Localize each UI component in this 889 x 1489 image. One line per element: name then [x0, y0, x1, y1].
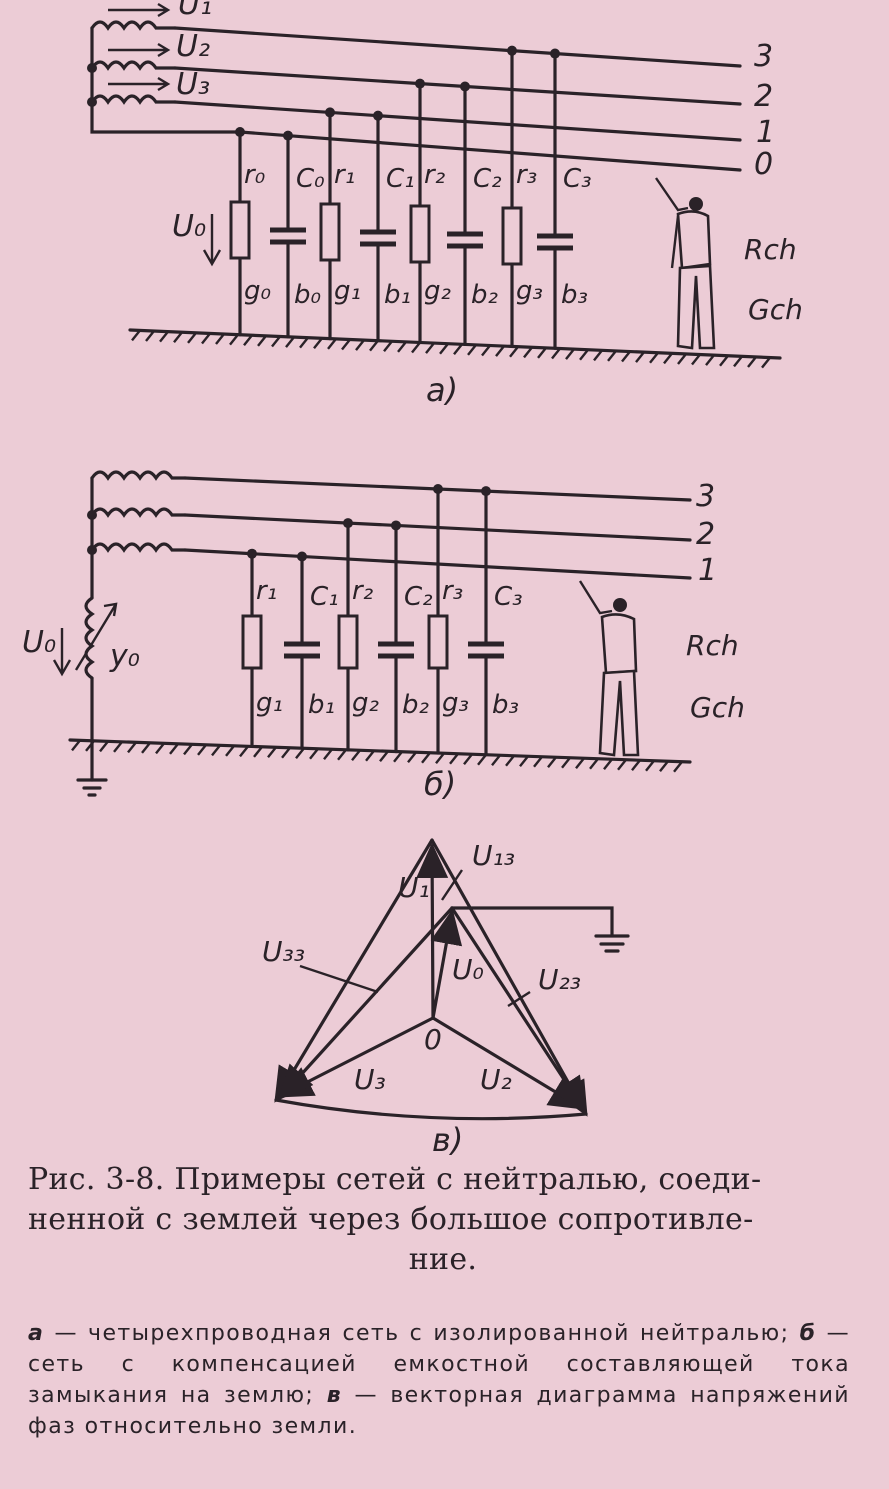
- line-label-2: 2: [754, 79, 774, 114]
- legend-text-b: — сеть с компенсацией емкостной составля…: [28, 1321, 850, 1408]
- neutral-voltage-label: U₀: [172, 209, 206, 244]
- vector-label-u3: U₃: [354, 1063, 386, 1096]
- resistance-label: r₀: [244, 160, 266, 190]
- subfigure-tag-a: а): [426, 371, 459, 409]
- susceptance-label: b₃: [492, 690, 519, 720]
- resistor-symbol: [409, 204, 431, 264]
- element-pair-b: [427, 484, 504, 757]
- y0-label: y₀: [110, 639, 140, 674]
- susceptance-label: b₁: [308, 690, 335, 720]
- rch-label: Rch: [686, 629, 739, 662]
- susceptance-label: b₁: [384, 280, 411, 310]
- caption-line-1: Рис. 3-8. Примеры сетей с нейтралью, сое…: [28, 1162, 762, 1197]
- resistance-label: r₃: [516, 160, 538, 190]
- resistor-symbol: [501, 206, 523, 266]
- legend-text-a: — четырехпроводная сеть с изолированной …: [44, 1321, 800, 1346]
- resistance-label: r₂: [352, 576, 374, 606]
- gch-label: Gch: [690, 691, 745, 724]
- caption-line-3: ние.: [408, 1242, 478, 1277]
- conductance-label: g₂: [424, 276, 451, 306]
- source-label-u2: U₂: [176, 29, 210, 64]
- conductance-label: g₁: [334, 276, 361, 306]
- subfigure-tag-b: б): [424, 765, 457, 803]
- capacitance-label: C₀: [296, 164, 325, 194]
- legend-key-a: а: [28, 1321, 45, 1346]
- figure-legend: а — четырехпроводная сеть с изолированно…: [28, 1318, 850, 1442]
- conductance-label: g₀: [244, 276, 271, 306]
- element-pair-a: [409, 78, 483, 347]
- element-pair-b: [241, 548, 320, 750]
- conductance-label: g₂: [352, 688, 379, 718]
- line-label-3: 3: [754, 39, 774, 74]
- diagram-c: [274, 838, 630, 1121]
- diagram-b: [52, 470, 692, 797]
- capacitance-label: C₂: [473, 164, 502, 194]
- element-pair-a: [501, 45, 573, 350]
- diagram-a: [87, 2, 782, 369]
- conductance-label: g₃: [516, 276, 543, 306]
- resistor-symbol: [241, 614, 263, 670]
- line-label-1: 1: [756, 115, 776, 150]
- legend-key-c: в: [326, 1383, 343, 1408]
- element-pair-a: [319, 107, 396, 343]
- susceptance-label: b₂: [402, 690, 429, 720]
- capacitance-label: C₃: [563, 164, 592, 194]
- subfigure-tag-c: в): [432, 1121, 464, 1159]
- caption-line-2: ненной с землей через большое сопротивле…: [28, 1202, 754, 1237]
- resistor-symbol: [427, 614, 449, 670]
- element-pair-a: [229, 127, 306, 339]
- legend-text-c: — векторная диаграмма напряжений фаз отн…: [28, 1383, 851, 1439]
- capacitance-label: C₃: [494, 582, 523, 612]
- vector-label-u0: U₀: [452, 953, 484, 986]
- figure-caption: Рис. 3-8. Примеры сетей с нейтралью, сое…: [28, 1160, 858, 1280]
- susceptance-label: b₂: [471, 280, 498, 310]
- capacitance-label: C₁: [310, 582, 339, 612]
- susceptance-label: b₃: [561, 280, 588, 310]
- resistor-symbol: [229, 200, 251, 260]
- line-label-0: 0: [754, 147, 774, 182]
- capacitance-label: C₁: [386, 164, 415, 194]
- resistance-label: r₁: [334, 160, 356, 190]
- resistance-label: r₃: [442, 576, 464, 606]
- person-figure: [655, 177, 716, 350]
- source-label-u1: U₁: [178, 0, 212, 22]
- rch-label: Rch: [744, 233, 797, 266]
- line-label-3: 3: [696, 479, 716, 514]
- neutral-voltage-label: U₀: [22, 625, 56, 660]
- line-label-2: 2: [696, 517, 716, 552]
- line-label-1: 1: [698, 553, 718, 588]
- origin-label: 0: [424, 1023, 442, 1056]
- legend-key-b: б: [799, 1321, 817, 1346]
- vector-label-u23: U₂₃: [538, 963, 581, 996]
- resistor-symbol: [319, 202, 341, 262]
- conductance-label: g₃: [442, 688, 469, 718]
- vector-label-u33: U₃₃: [262, 935, 305, 968]
- resistor-symbol: [337, 614, 359, 670]
- capacitance-label: C₂: [404, 582, 433, 612]
- element-pair-b: [337, 518, 414, 754]
- vector-label-u1: U₁: [398, 871, 430, 904]
- source-label-u3: U₃: [176, 67, 210, 102]
- person-figure: [578, 580, 640, 757]
- conductance-label: g₁: [256, 688, 283, 718]
- gch-label: Gch: [748, 293, 803, 326]
- vector-label-u2: U₂: [480, 1063, 512, 1096]
- resistance-label: r₂: [424, 160, 446, 190]
- vector-label-u13: U₁₃: [472, 839, 515, 872]
- susceptance-label: b₀: [294, 280, 321, 310]
- resistance-label: r₁: [256, 576, 278, 606]
